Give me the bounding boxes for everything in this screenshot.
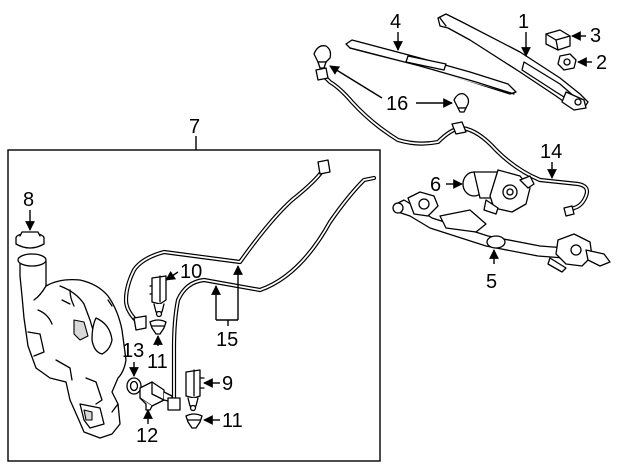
pump-seal bbox=[126, 377, 142, 395]
level-sensor bbox=[139, 381, 173, 411]
callout-7: 7 bbox=[189, 116, 200, 138]
washer-pump-front bbox=[149, 275, 167, 318]
leader-lines bbox=[25, 31, 592, 425]
arm-cap bbox=[545, 29, 571, 51]
reservoir-fill-cap bbox=[15, 231, 45, 249]
washer-hose-front bbox=[123, 159, 331, 331]
callout-1: 1 bbox=[518, 11, 529, 33]
wiper-motor bbox=[462, 169, 535, 215]
pump-grommet-upper bbox=[149, 319, 167, 335]
callout-11-upper: 11 bbox=[147, 351, 168, 373]
callout-8: 8 bbox=[23, 189, 34, 211]
callout-5: 5 bbox=[486, 271, 497, 293]
callout-6: 6 bbox=[430, 174, 441, 196]
wiper-linkage bbox=[392, 191, 611, 273]
washer-hose-upper bbox=[315, 67, 590, 217]
callout-10: 10 bbox=[180, 261, 202, 283]
washer-nozzle-right bbox=[453, 92, 470, 113]
pump-grommet-lower bbox=[185, 413, 203, 429]
callout-13: 13 bbox=[122, 340, 144, 362]
callout-2: 2 bbox=[596, 52, 607, 74]
washer-system-frame bbox=[7, 149, 381, 462]
callout-9: 9 bbox=[222, 373, 233, 395]
callout-15: 15 bbox=[216, 329, 238, 351]
callout-3: 3 bbox=[590, 25, 601, 47]
washer-hose-rear bbox=[167, 175, 377, 411]
callout-11-lower: 11 bbox=[222, 410, 243, 432]
arm-nut bbox=[557, 53, 577, 71]
callout-12: 12 bbox=[136, 425, 158, 447]
callout-16: 16 bbox=[386, 93, 408, 115]
wiper-arm bbox=[437, 13, 589, 111]
callout-14: 14 bbox=[540, 141, 562, 163]
washer-nozzle-left bbox=[313, 45, 332, 69]
wiper-blade bbox=[345, 39, 517, 95]
callout-labels: 1 2 3 4 5 6 7 8 9 10 11 11 12 13 14 15 1… bbox=[23, 11, 607, 447]
callout-4: 4 bbox=[390, 11, 401, 33]
washer-pump-rear bbox=[185, 369, 205, 412]
washer-reservoir bbox=[17, 253, 127, 439]
